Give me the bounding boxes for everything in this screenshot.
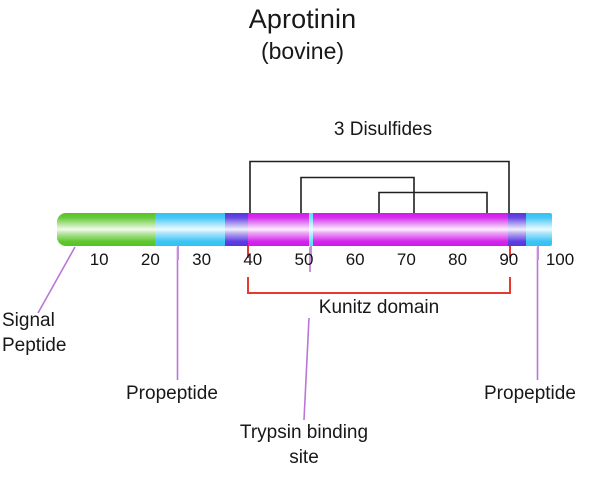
signal-peptide-label-line1: Signal — [2, 310, 55, 331]
tick-marker-propeptide-left — [177, 246, 179, 260]
trypsin-binding-site-label-line1: Trypsin binding — [239, 422, 369, 443]
axis-tick-60: 60 — [345, 250, 365, 269]
tick-marker-trypsin-site — [310, 246, 312, 258]
trypsin-binding-site-label-line2: site — [289, 447, 319, 468]
axis-tick-90: 90 — [499, 250, 519, 269]
segment-propeptide-left — [155, 213, 225, 246]
page-subtitle: (bovine) — [260, 38, 345, 64]
segment-signal-peptide — [57, 213, 155, 246]
kunitz-domain-bracket — [247, 277, 511, 294]
axis-tick-50: 50 — [294, 250, 314, 269]
trypsin-binding-site-label: Trypsin binding site — [214, 420, 394, 470]
segment-linker-left — [225, 213, 248, 246]
kunitz-domain-label: Kunitz domain — [318, 297, 440, 318]
propeptide-left-label: Propeptide — [126, 383, 218, 404]
axis-tick-40: 40 — [243, 250, 263, 269]
disulfide-bond-1-bracket — [249, 160, 510, 214]
axis-tick-70: 70 — [396, 250, 416, 269]
signal-peptide-label: Signal Peptide — [2, 308, 132, 358]
segment-kunitz-domain — [248, 213, 508, 246]
tick-marker-kunitz-start — [247, 246, 249, 258]
segment-trypsin-binding-site — [309, 213, 313, 246]
disulfide-bond-3-bracket — [378, 191, 488, 214]
disulfides-label: 3 Disulfides — [333, 119, 433, 140]
page-title: Aprotinin — [248, 4, 357, 34]
tick-marker-propeptide-right — [537, 246, 539, 260]
signal-peptide-leader-line — [37, 246, 76, 314]
title-block: Aprotinin (bovine) — [0, 2, 605, 66]
disulfide-bond-2-bracket — [300, 176, 415, 214]
axis-tick-100: 100 — [545, 250, 575, 269]
segment-propeptide-right — [526, 213, 552, 246]
axis-tick-30: 30 — [192, 250, 212, 269]
axis-tick-20: 20 — [140, 250, 160, 269]
axis-tick-80: 80 — [448, 250, 468, 269]
signal-peptide-label-line2: Peptide — [2, 335, 67, 356]
protein-domain-bar — [57, 213, 552, 246]
trypsin-site-leader-line-lower — [303, 317, 310, 421]
propeptide-right-label: Propeptide — [484, 383, 576, 404]
axis-tick-10: 10 — [89, 250, 109, 269]
segment-linker-right — [508, 213, 526, 246]
tick-marker-kunitz-end — [509, 246, 511, 258]
